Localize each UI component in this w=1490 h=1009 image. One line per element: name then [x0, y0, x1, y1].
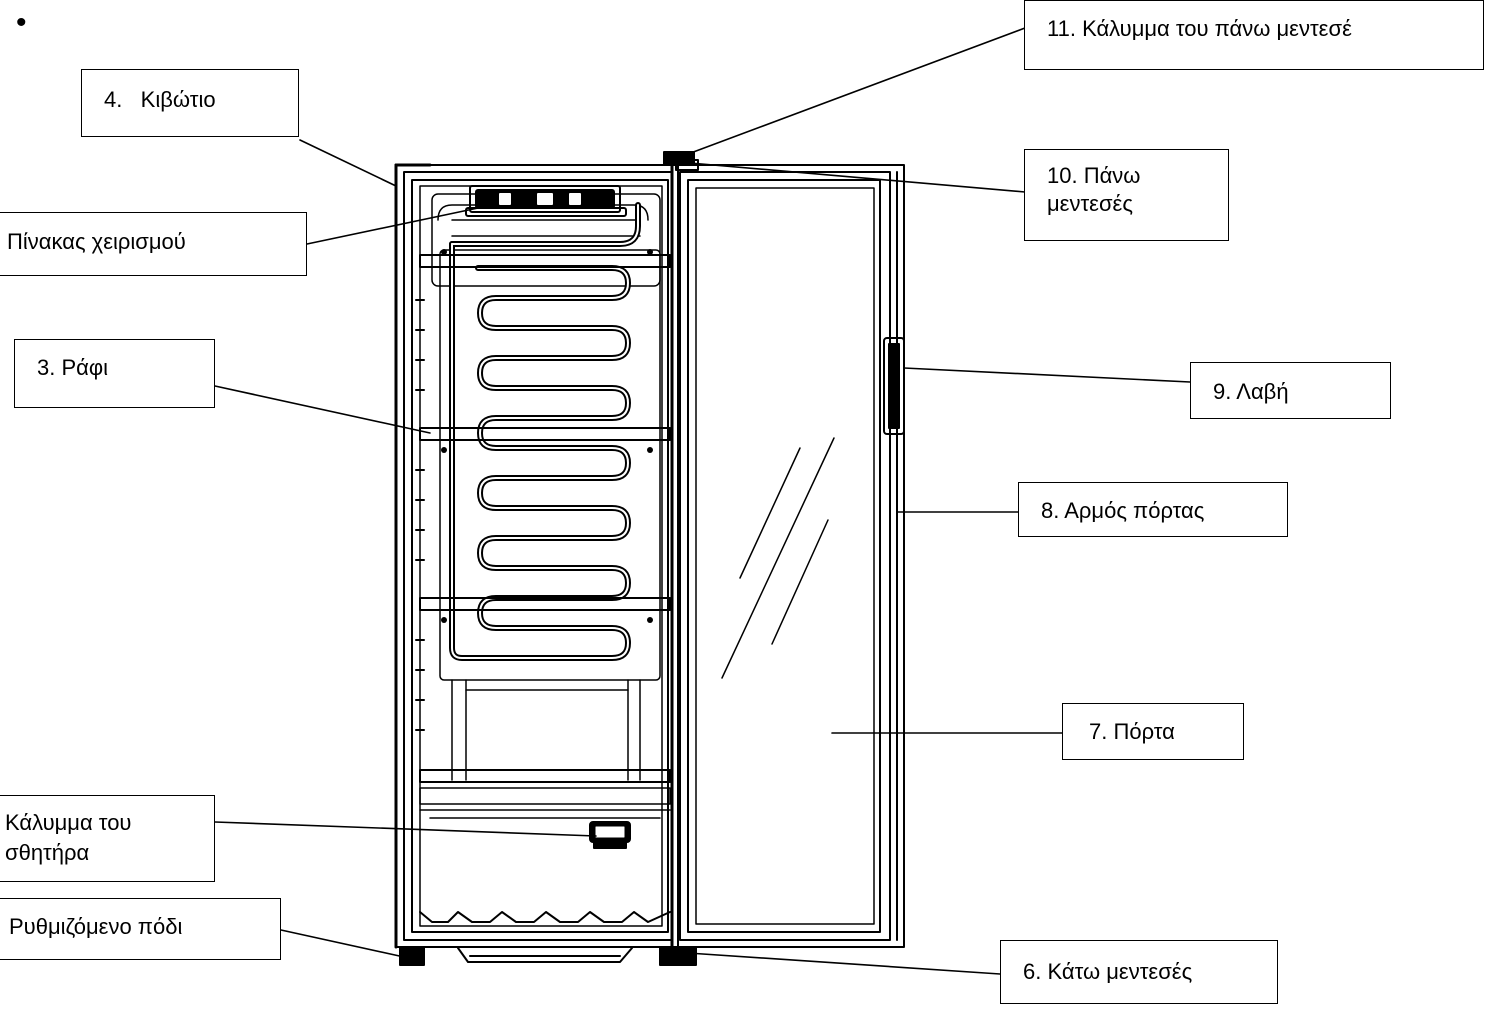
label-sensor-cover-line1: Κάλυμμα του [5, 810, 132, 835]
label-door-text: 7. Πόρτα [1089, 719, 1175, 744]
label-handle: 9. Λαβή [1190, 362, 1391, 419]
label-cabinet-text: 4. Κιβώτιο [104, 87, 216, 112]
label-shelf: 3. Ράφι [14, 339, 215, 408]
label-hinge-cover: 11. Κάλυμμα του πάνω μεντεσέ [1024, 0, 1484, 70]
label-top-hinge-line1: 10. Πάνω [1047, 163, 1141, 188]
evaporator-coil-inner [451, 204, 639, 659]
label-handle-text: 9. Λαβή [1213, 379, 1289, 404]
door-frame [670, 163, 905, 949]
base-and-feet [399, 946, 697, 966]
label-adjustable-foot-text: Ρυθμιζόμενο πόδι [9, 914, 183, 939]
shelf-screws [441, 249, 653, 623]
door-handle-graphic [883, 337, 905, 435]
label-top-hinge-line2: μεντεσές [1047, 191, 1133, 216]
label-door-seal: 8. Αρμός πόρτας [1018, 482, 1288, 537]
control-panel-graphic [465, 185, 627, 217]
label-hinge-cover-text: 11. Κάλυμμα του πάνω μεντεσέ [1047, 16, 1352, 41]
cabinet-wall-ticks [415, 299, 425, 731]
label-cabinet: 4. Κιβώτιο [81, 69, 299, 137]
label-door: 7. Πόρτα [1062, 703, 1244, 760]
label-control-panel-text: Πίνακας χειρισμού [7, 229, 186, 254]
label-door-seal-text: 8. Αρμός πόρτας [1041, 498, 1205, 523]
glass-reflection [721, 437, 835, 679]
label-sensor-cover-line2: σθητήρα [5, 840, 90, 865]
sensor-cover-graphic [589, 821, 631, 849]
label-control-panel: Πίνακας χειρισμού [0, 212, 307, 276]
label-shelf-text: 3. Ράφι [37, 355, 109, 380]
label-bottom-hinge: 6. Κάτω μεντεσές [1000, 940, 1278, 1004]
top-hinge-graphic [663, 151, 699, 171]
leader-lines [214, 27, 1191, 975]
label-top-hinge: 10. Πάνω μεντεσές [1024, 149, 1229, 241]
label-sensor-cover: Κάλυμμα του σθητήρα [0, 795, 215, 882]
bottom-compartment [419, 787, 671, 923]
shelves [419, 254, 671, 783]
back-panel [431, 193, 661, 781]
bullet-point: • [16, 6, 27, 39]
label-bottom-hinge-text: 6. Κάτω μεντεσές [1023, 959, 1193, 984]
label-adjustable-foot: Ρυθμιζόμενο πόδι [0, 898, 281, 960]
